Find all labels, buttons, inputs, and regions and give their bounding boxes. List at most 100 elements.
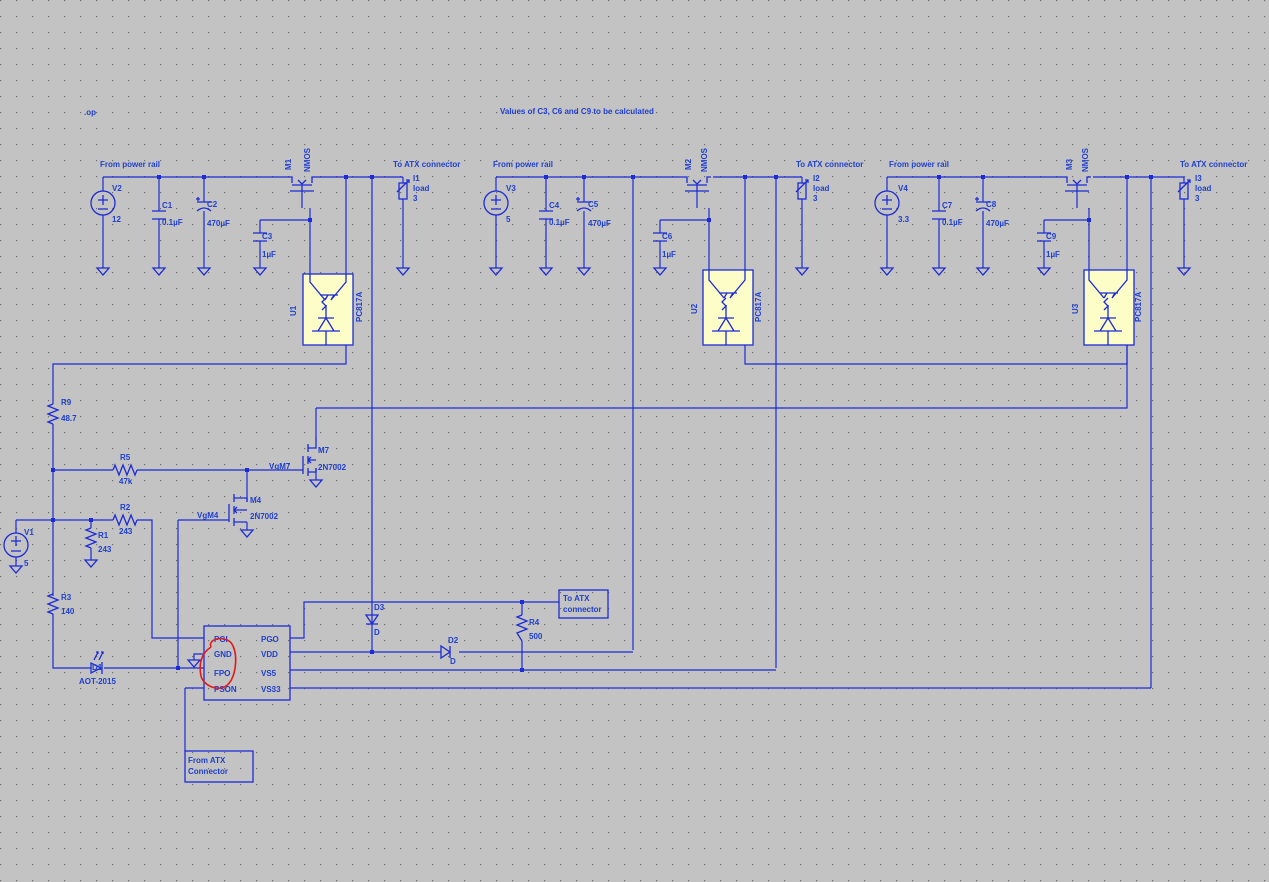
- d3-name: D3: [374, 603, 385, 612]
- r1-name: R1: [98, 531, 109, 540]
- m2-model: NMOS: [700, 147, 709, 172]
- c6-name: C6: [662, 232, 673, 241]
- c8-name: C8: [986, 200, 997, 209]
- to-atx-box-line1: To ATX: [563, 594, 590, 603]
- u3-optocoupler[interactable]: [1083, 269, 1135, 346]
- m7-mosfet[interactable]: [300, 437, 317, 476]
- red-annotation-circle: [199, 637, 237, 690]
- ic-pin-pson: PSON: [214, 685, 237, 694]
- v2-source[interactable]: [90, 190, 116, 216]
- c3-capacitor[interactable]: [253, 232, 267, 242]
- i1-load[interactable]: [396, 179, 410, 200]
- i3-load[interactable]: [1177, 179, 1191, 200]
- c9-capacitor[interactable]: [1037, 232, 1051, 242]
- i1-value: 3: [413, 194, 418, 203]
- m3-mosfet[interactable]: [1063, 176, 1091, 192]
- r9-resistor[interactable]: [46, 403, 60, 425]
- from-atx-connector-box[interactable]: [184, 750, 254, 783]
- r5-name: R5: [120, 453, 131, 462]
- from-atx-box-line1: From ATX: [188, 756, 226, 765]
- v1-value: 5: [24, 559, 29, 568]
- c9-name: C9: [1046, 232, 1057, 241]
- rail3-junctions: [937, 175, 1153, 222]
- c6-capacitor[interactable]: [653, 232, 667, 242]
- v2-value: 12: [112, 215, 121, 224]
- m2-name: M2: [684, 158, 693, 170]
- m4-mosfet[interactable]: [226, 494, 248, 526]
- m1-mosfet[interactable]: [288, 176, 316, 192]
- m2-mosfet[interactable]: [683, 176, 711, 192]
- i2-load[interactable]: [795, 179, 809, 200]
- rail-1: From power rail To ATX connector V2 12 C…: [52, 147, 460, 620]
- op-directive[interactable]: .op: [84, 108, 96, 117]
- u1-name: U1: [289, 305, 298, 316]
- ic-pin-vs5: VS5: [261, 669, 277, 678]
- r9-value: 48.7: [61, 414, 77, 423]
- c8-value: 470µF: [986, 219, 1009, 228]
- m3-name: M3: [1065, 158, 1074, 170]
- r2-name: R2: [120, 503, 131, 512]
- r2-value: 243: [119, 527, 133, 536]
- c1-capacitor[interactable]: [152, 210, 166, 220]
- rail2-junctions: [544, 175, 778, 222]
- rail-2: From power rail To ATX connector V3 5 C4…: [483, 147, 1128, 668]
- r3-resistor[interactable]: [46, 593, 60, 615]
- d3-diode[interactable]: [364, 614, 380, 626]
- c1-value: 0.1µF: [162, 218, 183, 227]
- c9-value: 1µF: [1046, 250, 1060, 259]
- from-power-rail-label: From power rail: [100, 160, 160, 169]
- v3-source[interactable]: [483, 190, 509, 216]
- r1-value: 243: [98, 545, 112, 554]
- r9-name: R9: [61, 398, 72, 407]
- c2-name: C2: [207, 200, 218, 209]
- d1-model: AOT-2015: [79, 677, 116, 686]
- m1-name: M1: [284, 158, 293, 170]
- r2-resistor[interactable]: [112, 513, 138, 527]
- c4-value: 0.1µF: [549, 218, 570, 227]
- v1-source[interactable]: [3, 532, 29, 558]
- v4-source[interactable]: [874, 190, 900, 216]
- u2-name: U2: [690, 303, 699, 314]
- c4-capacitor[interactable]: [539, 210, 553, 220]
- r1-resistor[interactable]: [84, 527, 98, 549]
- rail-3: From power rail To ATX connector V4 3.3 …: [874, 147, 1247, 688]
- v2-name: V2: [112, 184, 122, 193]
- u3-name: U3: [1071, 303, 1080, 314]
- r5-resistor[interactable]: [112, 463, 138, 477]
- v4-name: V4: [898, 184, 908, 193]
- r4-name: R4: [529, 618, 540, 627]
- rail1-junctions: [157, 175, 374, 222]
- i2-name: I2: [813, 174, 820, 183]
- c3-name: C3: [262, 232, 273, 241]
- c7-capacitor[interactable]: [932, 210, 946, 220]
- m4-name: M4: [250, 496, 262, 505]
- c2-capacitor[interactable]: [196, 197, 212, 212]
- u2-optocoupler[interactable]: [702, 269, 754, 346]
- rail1-ground-symbols: [95, 267, 411, 276]
- to-atx-box-line2: connector: [563, 605, 602, 614]
- c5-value: 470µF: [588, 219, 611, 228]
- v1-name: V1: [24, 528, 34, 537]
- u1-optocoupler[interactable]: [302, 273, 354, 346]
- note-text[interactable]: Values of C3, C6 and C9 to be calculated: [500, 107, 654, 116]
- i1-name: I1: [413, 174, 420, 183]
- d1-led[interactable]: [90, 651, 104, 675]
- c4-name: C4: [549, 201, 560, 210]
- c5-capacitor[interactable]: [576, 197, 592, 212]
- r3-name: R3: [61, 593, 72, 602]
- supervisor-ic[interactable]: [203, 625, 291, 701]
- v4-value: 3.3: [898, 215, 910, 224]
- r4-value: 500: [529, 632, 543, 641]
- c2-value: 470µF: [207, 219, 230, 228]
- c8-capacitor[interactable]: [975, 197, 991, 212]
- c5-name: C5: [588, 200, 599, 209]
- r4-resistor[interactable]: [515, 614, 529, 642]
- to-atx-connector-box[interactable]: [558, 589, 609, 619]
- r5-value: 47k: [119, 477, 133, 486]
- i3-name: I3: [1195, 174, 1202, 183]
- ic-pin-gnd: GND: [214, 650, 232, 659]
- control-ground-symbols: [8, 479, 324, 668]
- d2-diode[interactable]: [440, 644, 452, 660]
